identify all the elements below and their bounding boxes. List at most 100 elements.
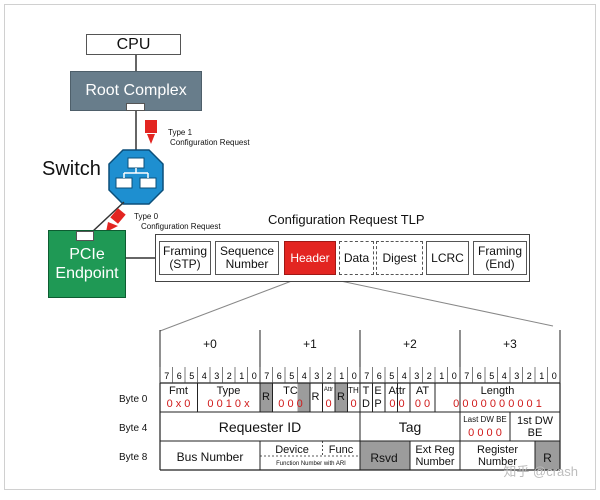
tlp-field-header: Header bbox=[284, 241, 336, 275]
attr2-label: Attr bbox=[388, 385, 406, 397]
bit-label: 6 bbox=[477, 371, 482, 381]
field-line1: Sequence bbox=[219, 244, 275, 258]
field-line1: Framing bbox=[162, 244, 207, 258]
root-complex-port bbox=[126, 103, 145, 111]
bit-label: 5 bbox=[289, 371, 294, 381]
field-line2: (STP) bbox=[169, 257, 201, 271]
at-value: 0 0 bbox=[414, 398, 431, 410]
bit-label: 1 bbox=[539, 371, 544, 381]
type-label: Type bbox=[216, 385, 241, 397]
tlp-field-data: Data bbox=[339, 241, 374, 275]
bit-label: 0 bbox=[252, 371, 257, 381]
bit-label: 0 bbox=[452, 371, 457, 381]
reserved-fill bbox=[535, 441, 560, 470]
tlp-field-framing-end: Framing(End) bbox=[473, 241, 527, 275]
type0-sublabel: Configuration Request bbox=[141, 222, 221, 231]
field-line1: Framing bbox=[477, 244, 522, 258]
bit-label: 1 bbox=[239, 371, 244, 381]
bit-label: 3 bbox=[214, 371, 219, 381]
bit-label: 5 bbox=[389, 371, 394, 381]
reserved-r: R bbox=[543, 451, 552, 465]
field-line1: Header bbox=[290, 250, 330, 265]
tc-value: 0 0 0 bbox=[278, 398, 303, 410]
switch-ep-link bbox=[91, 201, 125, 233]
field-line1: Data bbox=[343, 250, 370, 265]
reserved-fill bbox=[260, 383, 273, 412]
length-value: 0 0 0 0 0 0 0 0 0 1 bbox=[453, 398, 542, 410]
tlp-field-digest: Digest bbox=[376, 241, 423, 275]
bit-label: 2 bbox=[327, 371, 332, 381]
zoom-line-left bbox=[159, 278, 298, 332]
figure-frame bbox=[4, 4, 596, 490]
field-line2: Number bbox=[225, 257, 269, 271]
func: Func bbox=[328, 444, 354, 456]
bit-label: 6 bbox=[177, 371, 182, 381]
reserved-fill bbox=[360, 441, 410, 470]
requester-id: Requester ID bbox=[218, 419, 302, 435]
last-dw-be-value: 0 0 0 0 bbox=[468, 427, 502, 439]
bit-label: 1 bbox=[339, 371, 344, 381]
bus-number: Bus Number bbox=[176, 450, 244, 464]
field-line1: Digest bbox=[382, 250, 417, 265]
reserved-bit-3: R bbox=[337, 391, 345, 403]
tlp-title: Configuration Request TLP bbox=[268, 212, 425, 227]
reserved-bit-1: R bbox=[262, 391, 270, 403]
bit-label: 3 bbox=[314, 371, 319, 381]
endpoint-port bbox=[76, 231, 94, 241]
offset-3: +3 bbox=[503, 337, 517, 351]
byte-label-8: Byte 8 bbox=[119, 452, 148, 463]
ep-label: E bbox=[374, 385, 382, 397]
bit-label: 5 bbox=[489, 371, 494, 381]
tlp-field-framing-stp: Framing(STP) bbox=[159, 241, 211, 275]
td-label: T bbox=[362, 385, 370, 397]
bit-label: 3 bbox=[514, 371, 519, 381]
length-label: Length bbox=[480, 385, 515, 397]
bit-label: 4 bbox=[402, 371, 407, 381]
ext-reg-line2: Number bbox=[415, 456, 455, 468]
ep-label-2: P bbox=[374, 398, 382, 410]
bit-label: 4 bbox=[302, 371, 307, 381]
bit-label: 4 bbox=[202, 371, 207, 381]
bit-label: 6 bbox=[277, 371, 282, 381]
bit-label: 7 bbox=[364, 371, 369, 381]
first-dw-be-line1: 1st DW bbox=[516, 415, 554, 427]
bit-label: 0 bbox=[552, 371, 557, 381]
bit-label: 7 bbox=[264, 371, 269, 381]
offset-2: +2 bbox=[403, 337, 417, 351]
attr1-value: 0 bbox=[325, 398, 332, 410]
cpu-box: CPU bbox=[86, 34, 181, 55]
type1-arrow-icon bbox=[145, 120, 157, 144]
function-number-note: Function Number with ARI bbox=[276, 461, 346, 467]
field-line1: LCRC bbox=[431, 250, 464, 265]
last-dw-be-label: Last DW BE bbox=[463, 415, 507, 424]
type-value: 0 0 1 0 x bbox=[207, 398, 250, 410]
switch-icon bbox=[108, 149, 164, 205]
th-value: 0 bbox=[350, 398, 357, 410]
type0-label: Type 0 bbox=[134, 212, 159, 221]
tlp-field-lcrc: LCRC bbox=[426, 241, 469, 275]
reserved-bit-2: R bbox=[311, 391, 320, 403]
bit-label: 0 bbox=[352, 371, 357, 381]
bit-label: 5 bbox=[189, 371, 194, 381]
type0-arrow-icon bbox=[106, 208, 126, 232]
pcie-endpoint-box: PCIe Endpoint bbox=[48, 230, 126, 298]
offset-0: +0 bbox=[203, 337, 217, 351]
endpoint-line2: Endpoint bbox=[55, 265, 119, 282]
fmt-label: Fmt bbox=[169, 385, 188, 397]
reserved-fill bbox=[335, 383, 348, 412]
bit-label: 1 bbox=[439, 371, 444, 381]
attr2-value: 0 0 bbox=[389, 398, 405, 410]
field-line2: (End) bbox=[485, 257, 515, 271]
bit-label: 6 bbox=[377, 371, 382, 381]
ext-reg-line1: Ext Reg bbox=[415, 444, 455, 456]
at-label: AT bbox=[415, 385, 430, 397]
bit-label: 7 bbox=[464, 371, 469, 381]
rsvd: Rsvd bbox=[370, 451, 398, 465]
register-line2: Number bbox=[477, 456, 518, 468]
bit-label: 2 bbox=[527, 371, 532, 381]
fmt-value: 0 x 0 bbox=[166, 398, 191, 410]
th-label: TH bbox=[348, 386, 359, 395]
td-label-2: D bbox=[362, 398, 370, 410]
